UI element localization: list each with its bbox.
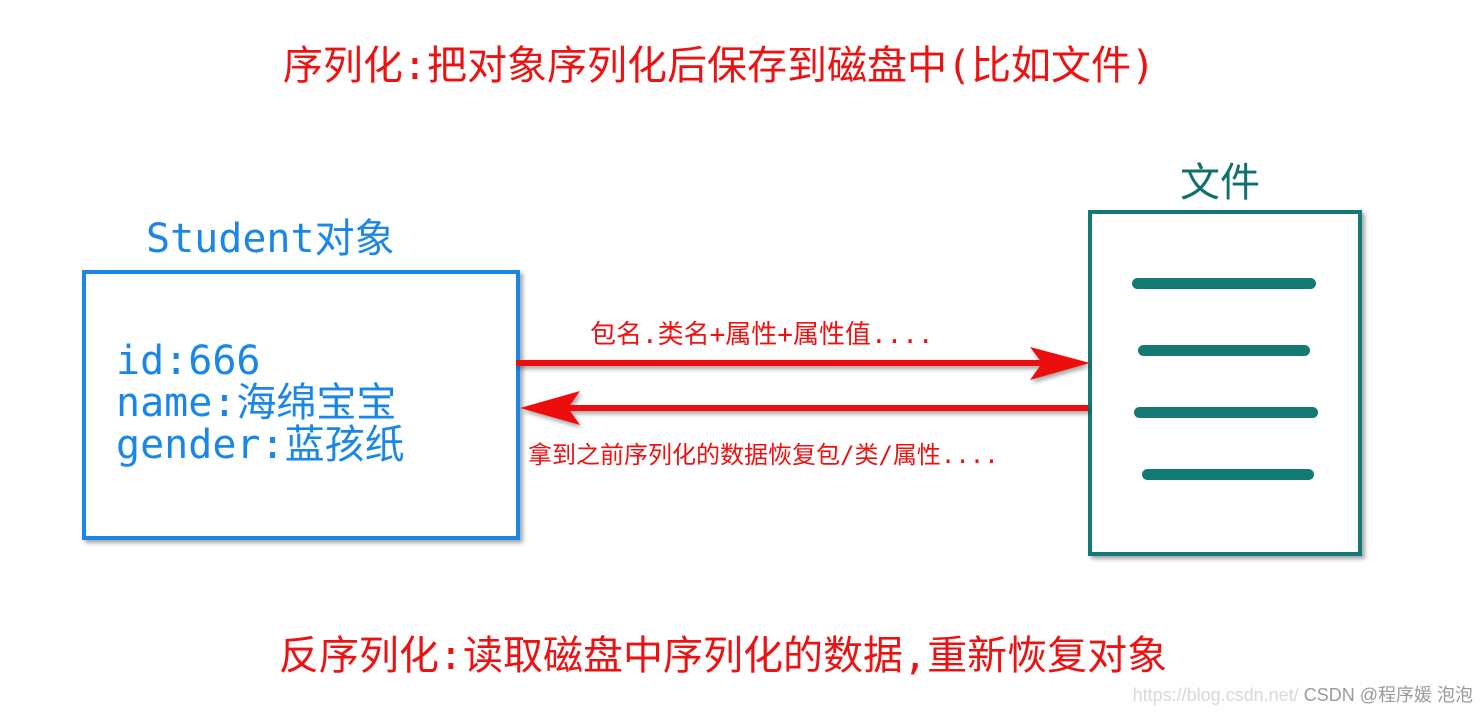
serialization-title: 序列化:把对象序列化后保存到磁盘中(比如文件) — [282, 43, 1156, 89]
file-text-line — [1142, 469, 1314, 480]
file-text-line — [1134, 407, 1318, 418]
file-text-line — [1138, 345, 1310, 356]
watermark-author: CSDN @程序媛 泡泡 — [1303, 685, 1473, 705]
object-label: Student对象 — [146, 216, 395, 262]
object-field-id: id:666 — [116, 338, 261, 384]
file-text-line — [1132, 278, 1316, 289]
student-object-box: id:666 name:海绵宝宝 gender:蓝孩纸 — [82, 270, 520, 540]
deserialization-title: 反序列化:读取磁盘中序列化的数据,重新恢复对象 — [278, 633, 1168, 679]
object-field-gender: gender:蓝孩纸 — [116, 422, 405, 468]
file-document-icon — [1088, 210, 1362, 556]
deserialize-arrow — [520, 391, 1088, 425]
object-field-name: name:海绵宝宝 — [116, 380, 397, 426]
watermark-url: https://blog.csdn.net/ — [1132, 685, 1299, 705]
watermark: https://blog.csdn.net/ CSDN @程序媛 泡泡 — [1133, 684, 1473, 706]
file-label: 文件 — [1180, 160, 1260, 206]
serialize-arrow — [516, 347, 1090, 380]
serialize-arrow-label: 包名.类名+属性+属性值.... — [590, 320, 934, 350]
deserialize-arrow-label: 拿到之前序列化的数据恢复包/类/属性.... — [528, 441, 999, 469]
